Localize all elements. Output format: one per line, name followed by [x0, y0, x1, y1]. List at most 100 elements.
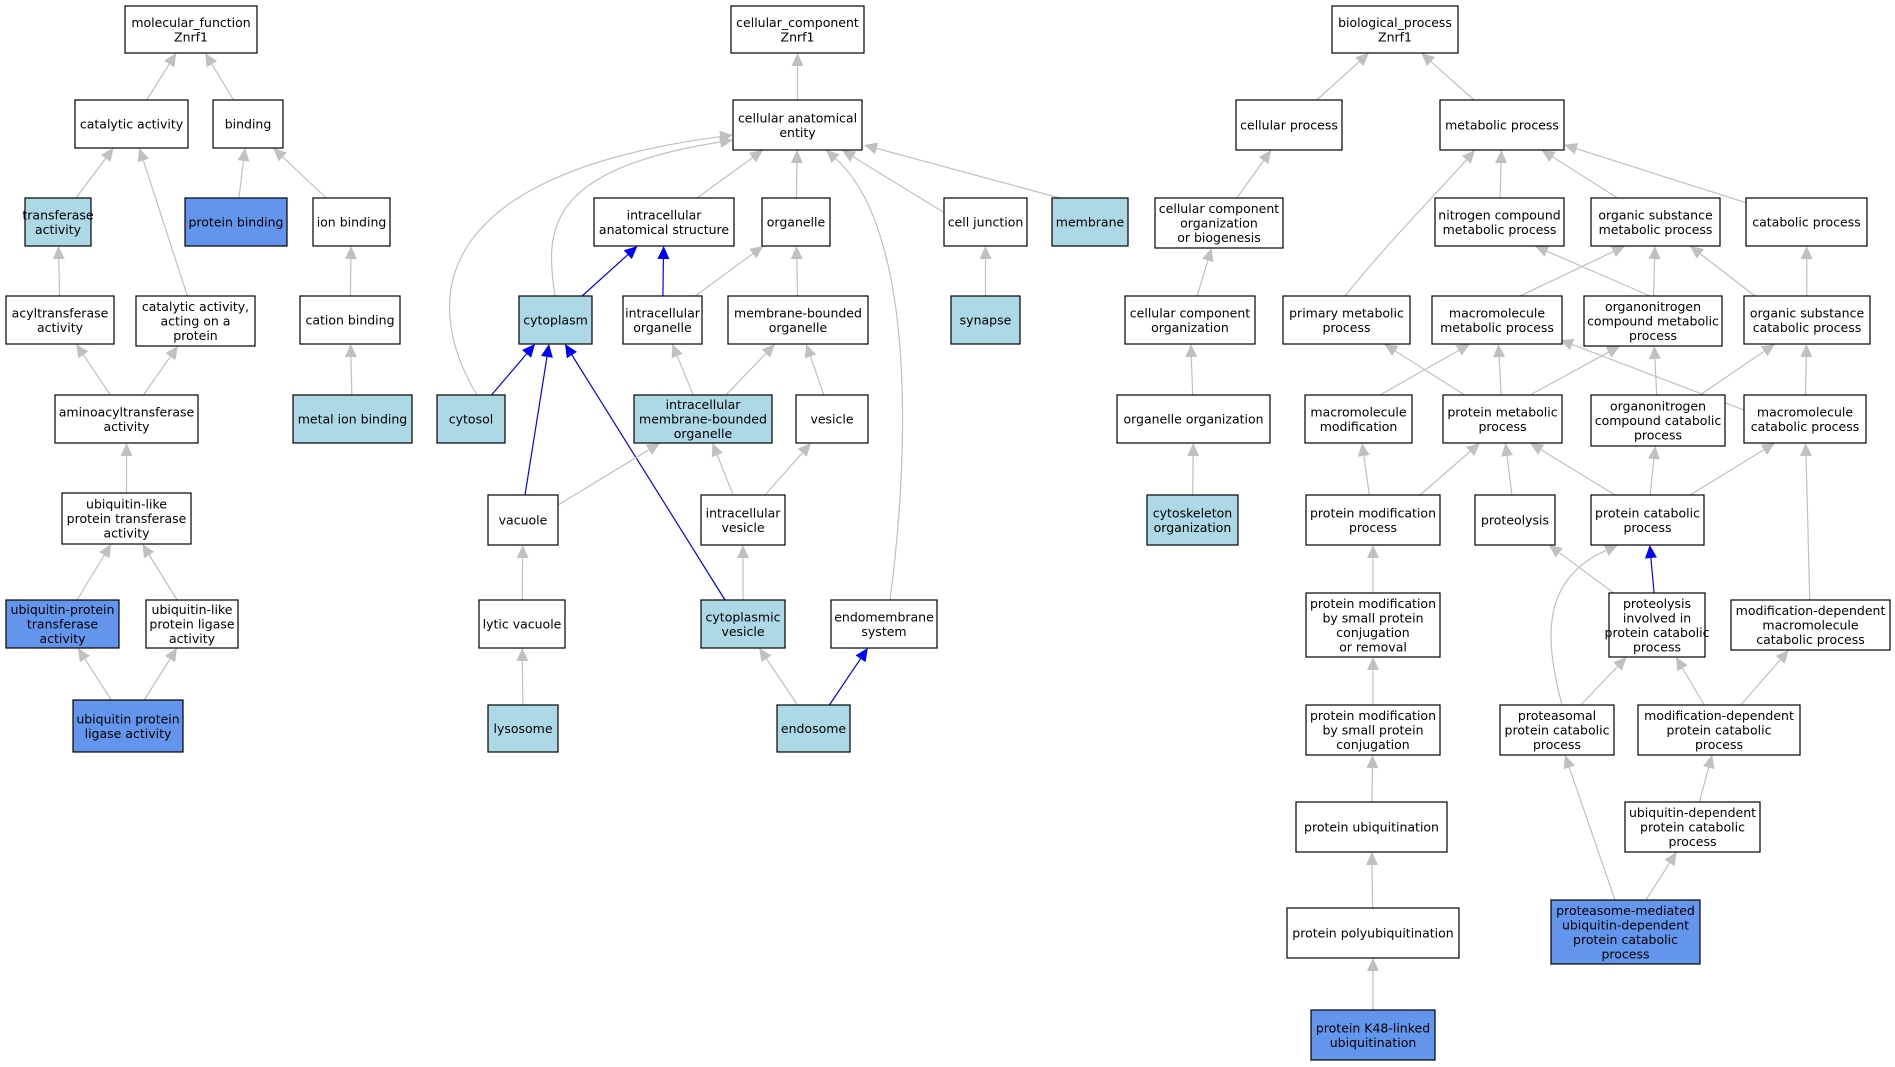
edge-cellular_process-to-bp_root [1316, 53, 1369, 101]
term-label-line: protein modification [1310, 708, 1436, 723]
term-node-cation-binding[interactable]: cation binding [299, 295, 401, 345]
edge-line [1236, 160, 1265, 199]
term-node-catabolic-process[interactable]: catabolic process [1745, 197, 1868, 247]
edge-arrowhead [237, 148, 250, 162]
edge-arrowhead [1187, 443, 1200, 457]
term-node-organelle[interactable]: organelle [761, 197, 831, 247]
term-label-line: acting on a [161, 314, 231, 329]
edge-line [676, 355, 694, 396]
edge-line [1529, 351, 1609, 396]
edge-intracellular_vesicle-to-vesicle [764, 443, 811, 496]
edge-line [571, 354, 726, 601]
edge-line [1498, 356, 1502, 396]
term-node-synapse[interactable]: synapse [950, 295, 1021, 345]
term-box [292, 394, 413, 444]
term-box [1304, 394, 1413, 444]
term-node-proteasome-ub-dep-pcp[interactable]: proteasome-mediatedubiquitin-dependentpr… [1550, 899, 1701, 965]
term-box [518, 295, 593, 345]
term-label-line: organic substance [1598, 207, 1713, 222]
term-label-line: cellular process [1240, 118, 1338, 133]
edge-arrowhead [76, 344, 89, 359]
edge-arrowhead [99, 544, 112, 559]
term-node-catalytic-activity[interactable]: catalytic activity [74, 99, 189, 149]
edge-line [282, 156, 327, 199]
term-node-organelle-organization[interactable]: organelle organization [1116, 394, 1271, 444]
term-node-metal-ion-binding[interactable]: metal ion binding [292, 394, 413, 444]
edge-arrowhead [100, 148, 114, 162]
term-node-proteolysis[interactable]: proteolysis [1474, 494, 1556, 546]
term-node-metabolic-process[interactable]: metabolic process [1439, 99, 1565, 151]
term-node-protein-binding[interactable]: protein binding [184, 197, 288, 247]
term-node-lysosome[interactable]: lysosome [487, 704, 559, 753]
term-label-line: organonitrogen [1605, 299, 1701, 314]
term-node-mod-dep-macromolecule-cp[interactable]: modification-dependentmacromoleculecatab… [1730, 599, 1891, 651]
term-node-vacuole[interactable]: vacuole [487, 494, 559, 546]
term-node-membrane[interactable]: membrane [1051, 197, 1129, 247]
edge-cytosol-to-cytoplasm [491, 344, 536, 396]
term-node-ion-binding[interactable]: ion binding [312, 197, 391, 247]
edge-catalytic_activity-to-mf_root [146, 53, 177, 101]
term-node-binding[interactable]: binding [212, 99, 284, 149]
term-node-protein-polyubiquitination[interactable]: protein polyubiquitination [1286, 907, 1460, 959]
term-label-line: compound catabolic [1595, 413, 1722, 428]
term-box [487, 704, 559, 753]
term-node-protein-ubiquitination[interactable]: protein ubiquitination [1295, 801, 1448, 853]
term-label-line: or removal [1339, 639, 1407, 654]
term-node-endosome[interactable]: endosome [776, 704, 851, 753]
term-node-cellular-process[interactable]: cellular process [1235, 99, 1343, 151]
term-node-lytic-vacuole[interactable]: lytic vacuole [478, 599, 566, 649]
term-node-cytoplasm[interactable]: cytoplasm [518, 295, 593, 345]
term-label-line: ubiquitination [1330, 1035, 1417, 1050]
edge-arrowhead [522, 344, 536, 358]
term-label-line: organelle [769, 320, 828, 335]
edge-line [211, 63, 235, 101]
edge-arrowhead [749, 150, 764, 163]
term-node-vesicle[interactable]: vesicle [795, 394, 869, 444]
term-label-line: nitrogen compound [1438, 207, 1560, 222]
term-node-cell-junction[interactable]: cell junction [943, 197, 1028, 247]
term-node-cytosol[interactable]: cytosol [436, 394, 506, 444]
edge-line [1558, 552, 1615, 594]
